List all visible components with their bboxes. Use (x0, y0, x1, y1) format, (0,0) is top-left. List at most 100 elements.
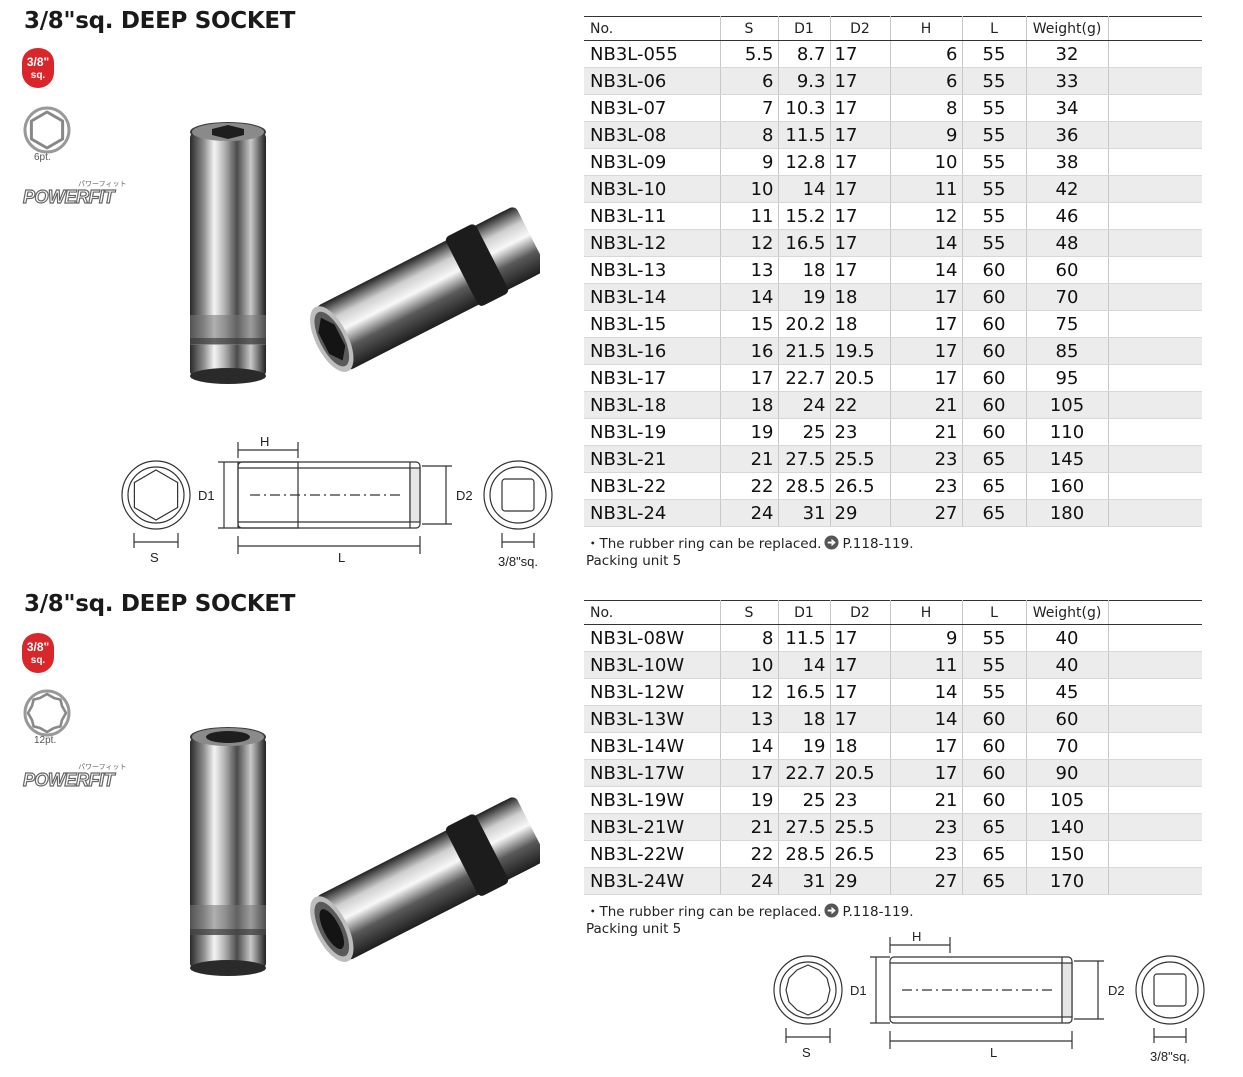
spec-cell: 23 (830, 786, 891, 814)
spec-cell: 60 (962, 283, 1027, 311)
spec-cell: 27 (890, 499, 963, 527)
dim-d2-label: D2 (456, 488, 473, 503)
note-bullet: ・ (586, 904, 600, 920)
spec-cell: 10 (720, 651, 779, 679)
empty-cell (1108, 202, 1202, 230)
col-header: L (962, 600, 1027, 625)
dim-d1-label: D1 (198, 488, 215, 503)
dim-l-label: L (338, 550, 345, 565)
page-reference-link[interactable]: P.118-119. (842, 536, 914, 552)
empty-cell (1108, 705, 1202, 733)
spec-cell: 10.3 (778, 94, 831, 122)
brand-kana: パワーフィット (78, 180, 126, 188)
spec-cell: 46 (1026, 202, 1109, 230)
spec-cell: 21 (890, 391, 963, 419)
drive-size-badge: 3/8" sq. (22, 48, 54, 88)
spec-cell: 65 (962, 445, 1027, 473)
spec-cell: 12 (890, 202, 963, 230)
spec-cell: 16.5 (778, 229, 831, 257)
drive-size-badge: 3/8" sq. (22, 633, 54, 673)
spec-cell: 70 (1026, 283, 1109, 311)
spec-cell: 140 (1026, 813, 1109, 841)
col-header: H (890, 16, 963, 41)
spec-cell: 55 (962, 678, 1027, 706)
spec-cell: 25 (778, 418, 831, 446)
spec-cell: 18 (830, 283, 891, 311)
spec-cell: 19 (720, 418, 779, 446)
part-number-cell: NB3L-08 (584, 121, 721, 149)
spec-cell: 18 (720, 391, 779, 419)
spec-cell: 14 (720, 283, 779, 311)
empty-cell (1108, 678, 1202, 706)
spec-cell: 12.8 (778, 148, 831, 176)
spec-cell: 60 (962, 364, 1027, 392)
empty-cell (1108, 813, 1202, 841)
spec-cell: 21 (720, 813, 779, 841)
empty-cell (1108, 732, 1202, 760)
spec-cell: 34 (1026, 94, 1109, 122)
spec-cell: 60 (962, 310, 1027, 338)
empty-cell (1108, 283, 1202, 311)
dim-s-label: S (150, 550, 159, 565)
spec-cell: 60 (962, 759, 1027, 787)
spec-cell: 8 (890, 94, 963, 122)
empty-cell (1108, 40, 1202, 68)
spec-cell: 55 (962, 229, 1027, 257)
spec-cell: 10 (890, 148, 963, 176)
spec-cell: 26.5 (830, 840, 891, 868)
empty-cell (1108, 391, 1202, 419)
spec-cell: 13 (720, 256, 779, 284)
spec-cell: 55 (962, 94, 1027, 122)
spec-cell: 17 (720, 759, 779, 787)
spec-cell: 60 (962, 391, 1027, 419)
part-number-cell: NB3L-15 (584, 310, 721, 338)
dim-sq-label: 3/8"sq. (1150, 1049, 1190, 1064)
dim-s-label: S (802, 1045, 811, 1060)
spec-cell: 17 (830, 624, 891, 652)
empty-cell (1108, 121, 1202, 149)
spec-cell: 14 (890, 705, 963, 733)
spec-cell: 14 (890, 678, 963, 706)
spec-cell: 6 (890, 40, 963, 68)
part-number-cell: NB3L-12W (584, 678, 721, 706)
part-number-cell: NB3L-10W (584, 651, 721, 679)
spec-cell: 27.5 (778, 813, 831, 841)
part-number-cell: NB3L-16 (584, 337, 721, 365)
spec-cell: 17 (830, 651, 891, 679)
spec-cell: 170 (1026, 867, 1109, 895)
spec-cell: 9 (890, 121, 963, 149)
spec-cell: 17 (890, 364, 963, 392)
spec-cell: 12 (720, 678, 779, 706)
empty-cell (1108, 229, 1202, 257)
spec-cell: 14 (890, 229, 963, 257)
spec-cell: 7 (720, 94, 779, 122)
page-reference-link[interactable]: P.118-119. (842, 904, 914, 920)
product-photo (190, 122, 540, 384)
part-number-cell: NB3L-08W (584, 624, 721, 652)
spec-cell: 23 (890, 813, 963, 841)
empty-cell (1108, 651, 1202, 679)
spec-cell: 27.5 (778, 445, 831, 473)
spec-cell: 20.2 (778, 310, 831, 338)
spec-cell: 12 (720, 229, 779, 257)
empty-cell (1108, 256, 1202, 284)
spec-cell: 60 (962, 732, 1027, 760)
spec-cell: 40 (1026, 624, 1109, 652)
spec-cell: 48 (1026, 229, 1109, 257)
empty-cell (1108, 867, 1202, 895)
spec-cell: 22 (720, 472, 779, 500)
part-number-cell: NB3L-14 (584, 283, 721, 311)
spec-cell: 110 (1026, 418, 1109, 446)
spec-cell: 42 (1026, 175, 1109, 203)
col-header: No. (584, 16, 721, 41)
empty-cell (1108, 364, 1202, 392)
spec-cell: 9.3 (778, 67, 831, 95)
